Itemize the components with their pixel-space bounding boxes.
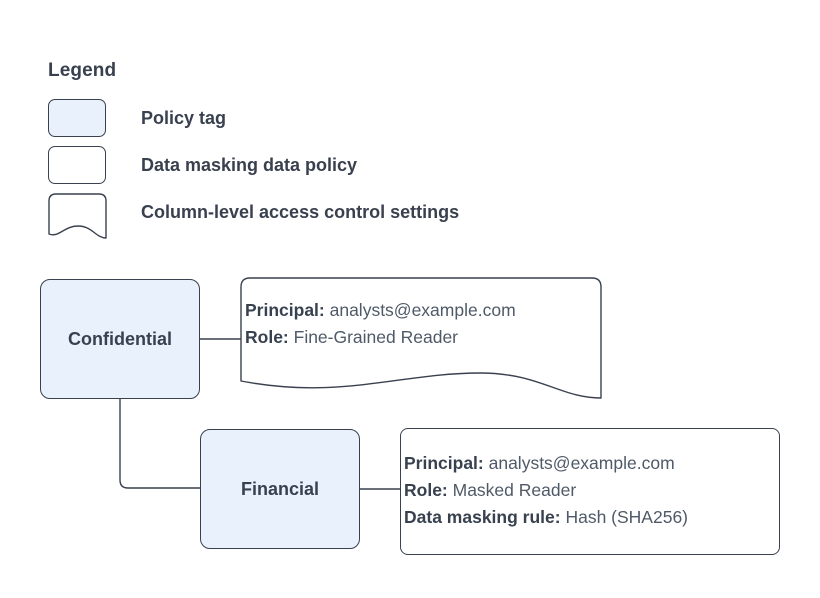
column-access-settings-swatch [48, 193, 107, 239]
edge-confidential-to-financial [119, 399, 200, 489]
card-row: Role: Fine-Grained Reader [245, 324, 516, 351]
card-financial-policy[interactable] [400, 428, 780, 555]
legend-item-label: Policy tag [141, 108, 227, 128]
legend-item-label: Data masking data policy [141, 155, 358, 175]
node-confidential[interactable]: Confidential [40, 279, 200, 399]
card-row: Role: Masked Reader [404, 477, 688, 504]
card-row: Principal: analysts@example.com [404, 450, 688, 477]
card-row-key: Data masking rule: [404, 507, 566, 527]
card-row-value: Fine-Grained Reader [293, 327, 459, 347]
legend-item-data-masking-policy: Data masking data policy [48, 146, 357, 184]
policy-tag-swatch [48, 99, 106, 137]
card-confidential-settings-text: Principal: analysts@example.com Role: Fi… [245, 297, 516, 351]
legend-item-label: Column-level access control settings [141, 202, 460, 222]
card-row-key: Role: [404, 480, 453, 500]
card-row-value: Masked Reader [452, 480, 577, 500]
legend-item-policy-tag: Policy tag [48, 99, 226, 137]
card-row-value: Hash (SHA256) [565, 507, 689, 527]
card-row: Principal: analysts@example.com [245, 297, 516, 324]
card-confidential-settings[interactable] [240, 277, 604, 401]
card-financial-policy-text: Principal: analysts@example.com Role: Ma… [404, 450, 688, 531]
node-financial[interactable]: Financial [200, 429, 360, 549]
card-row-value: analysts@example.com [488, 453, 675, 473]
legend-item-column-access-settings: Column-level access control settings [48, 193, 460, 239]
card-row-key: Role: [245, 327, 294, 347]
data-masking-policy-swatch [48, 146, 106, 184]
card-row-value: analysts@example.com [329, 300, 516, 320]
legend-title: Legend [48, 60, 117, 81]
card-row-key: Principal: [404, 453, 489, 473]
card-row-key: Principal: [245, 300, 330, 320]
card-row: Data masking rule: Hash (SHA256) [404, 504, 688, 531]
